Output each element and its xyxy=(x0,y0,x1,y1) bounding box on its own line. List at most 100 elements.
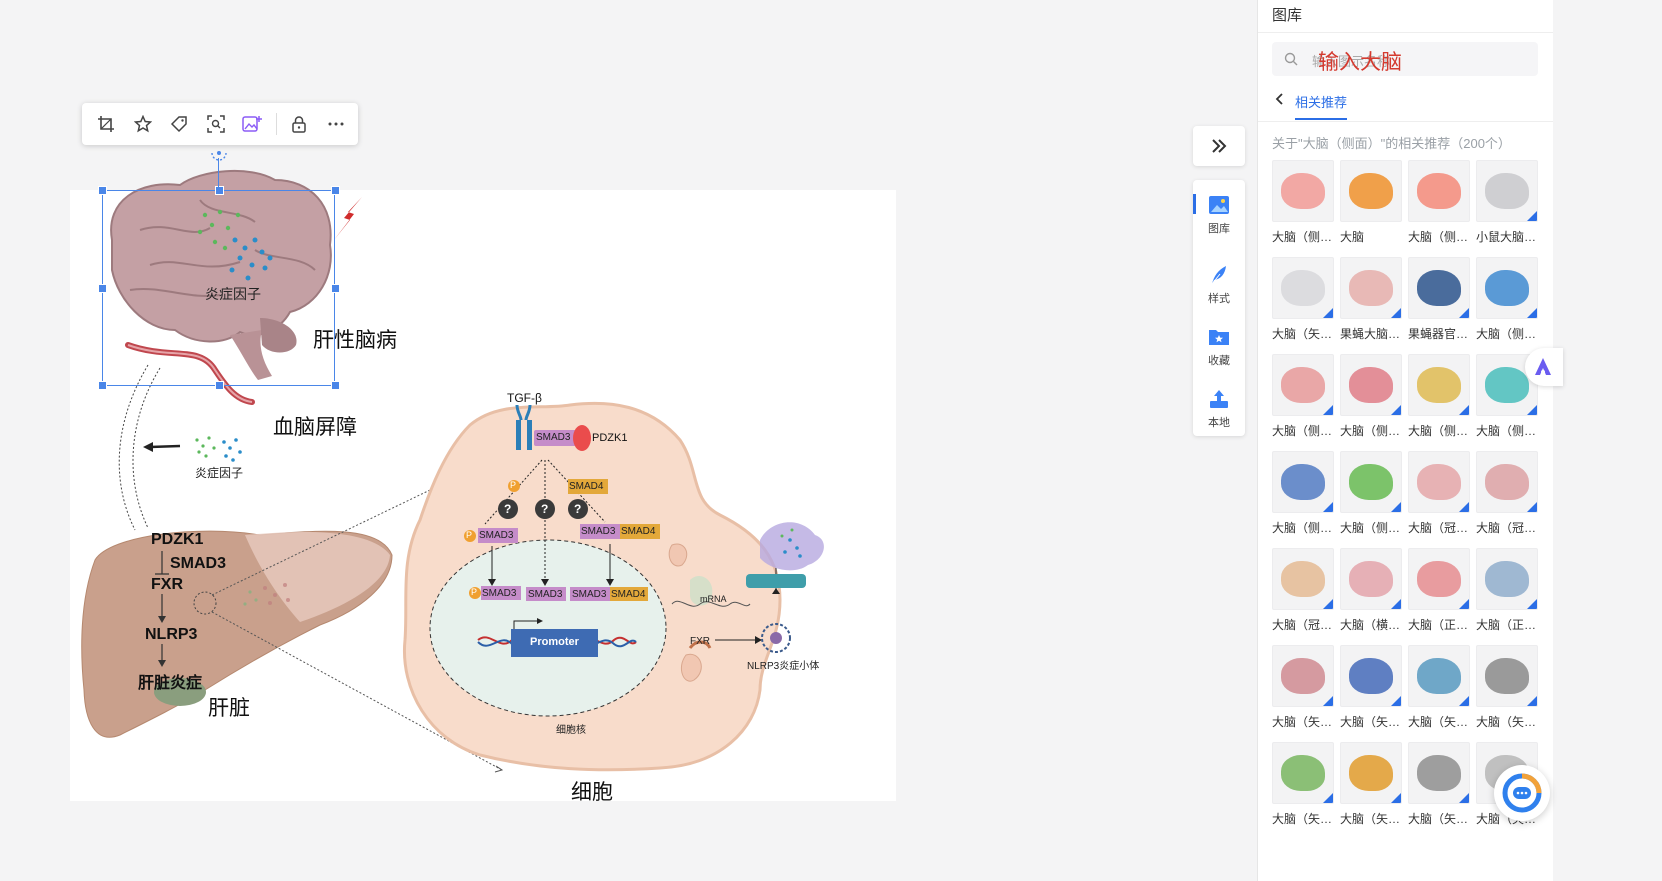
gallery-item[interactable]: 大脑 xyxy=(1340,160,1402,245)
gallery-thumbnail[interactable] xyxy=(1408,548,1470,610)
liver-nlrp3: NLRP3 xyxy=(145,626,198,643)
more-icon[interactable] xyxy=(322,109,350,139)
collapse-panel-button[interactable] xyxy=(1193,126,1245,166)
liver-image[interactable] xyxy=(81,530,393,738)
gallery-item[interactable]: 大脑（侧… xyxy=(1272,354,1334,439)
gallery-item-label: 大脑（冠… xyxy=(1476,521,1537,535)
gallery-thumbnail[interactable] xyxy=(1408,645,1470,707)
liver-label[interactable]: 肝脏 xyxy=(208,697,250,720)
gallery-item[interactable]: 大脑（侧… xyxy=(1340,354,1402,439)
chat-support-button[interactable] xyxy=(1494,765,1550,821)
gallery-thumbnail[interactable] xyxy=(1408,257,1470,319)
gallery-thumbnail[interactable] xyxy=(1340,645,1402,707)
gallery-thumbnail[interactable] xyxy=(1340,257,1402,319)
gallery-thumbnail[interactable] xyxy=(1272,354,1334,416)
gallery-item[interactable]: 大脑（正… xyxy=(1476,548,1538,633)
crop-icon[interactable] xyxy=(92,109,120,139)
resize-handle[interactable] xyxy=(331,284,340,293)
thumbnail-image xyxy=(1485,658,1529,694)
brain-image[interactable] xyxy=(110,170,332,380)
image-edit-icon[interactable] xyxy=(238,109,266,139)
gallery-thumbnail[interactable] xyxy=(1340,548,1402,610)
gallery-item[interactable]: 大脑（冠… xyxy=(1272,548,1334,633)
tab-gallery-label: 图库 xyxy=(1208,223,1230,235)
gallery-item[interactable]: 果蝇大脑… xyxy=(1340,257,1402,342)
gallery-item[interactable]: 大脑（矢… xyxy=(1340,742,1402,827)
resize-handle[interactable] xyxy=(331,186,340,195)
hepatic-encephalopathy-label[interactable]: 肝性脑病 xyxy=(313,329,397,352)
resize-handle[interactable] xyxy=(331,381,340,390)
resize-handle[interactable] xyxy=(98,381,107,390)
tab-gallery[interactable]: 图库 xyxy=(1193,184,1245,244)
gallery-thumbnail[interactable] xyxy=(1476,645,1538,707)
gallery-thumbnail[interactable] xyxy=(1408,160,1470,222)
tab-underline xyxy=(1295,118,1347,120)
search-value[interactable]: 输入大脑 xyxy=(1318,51,1402,74)
gallery-item[interactable]: 大脑（矢… xyxy=(1340,645,1402,730)
gallery-item[interactable]: 大脑（矢… xyxy=(1272,257,1334,342)
gallery-thumbnail[interactable] xyxy=(1476,548,1538,610)
resize-handle[interactable] xyxy=(215,186,224,195)
gallery-item[interactable]: 大脑（正… xyxy=(1408,548,1470,633)
gallery-thumbnail[interactable] xyxy=(1476,451,1538,513)
back-chevron-icon[interactable] xyxy=(1274,92,1286,106)
tag-icon[interactable] xyxy=(165,109,193,139)
thumbnail-image xyxy=(1349,173,1393,209)
tab-favorites[interactable]: 收藏 xyxy=(1193,316,1245,376)
gallery-item[interactable]: 大脑（冠… xyxy=(1408,451,1470,536)
tab-style[interactable]: 样式 xyxy=(1193,254,1245,314)
gallery-thumbnail[interactable] xyxy=(1340,742,1402,804)
gallery-thumbnail[interactable] xyxy=(1272,160,1334,222)
resize-handle[interactable] xyxy=(215,381,224,390)
cell-image[interactable] xyxy=(402,401,782,772)
gallery-item[interactable]: 果蝇器官… xyxy=(1408,257,1470,342)
gallery-thumbnail[interactable] xyxy=(1340,354,1402,416)
star-icon[interactable] xyxy=(128,109,156,139)
gallery-item[interactable]: 大脑（矢… xyxy=(1408,645,1470,730)
gallery-thumbnail[interactable] xyxy=(1272,742,1334,804)
gallery-item[interactable]: 大脑（侧… xyxy=(1272,160,1334,245)
gallery-item[interactable]: 大脑（矢… xyxy=(1272,742,1334,827)
gallery-item-label: 大脑（侧… xyxy=(1408,424,1469,438)
gallery-item[interactable]: 大脑（侧… xyxy=(1340,451,1402,536)
gallery-thumbnail[interactable] xyxy=(1272,451,1334,513)
gallery-thumbnail[interactable] xyxy=(1272,645,1334,707)
active-tab-indicator xyxy=(1193,194,1196,214)
lock-icon[interactable] xyxy=(285,109,313,139)
gallery-item[interactable]: 大脑（矢… xyxy=(1476,645,1538,730)
gallery-thumbnail[interactable] xyxy=(1476,257,1538,319)
panel-scrollbar[interactable] xyxy=(1553,0,1562,881)
gallery-thumbnail[interactable] xyxy=(1340,160,1402,222)
gallery-thumbnail[interactable] xyxy=(1272,257,1334,319)
figure-illustration[interactable] xyxy=(0,0,900,881)
gallery-thumbnail[interactable] xyxy=(1476,160,1538,222)
thumbnail-image xyxy=(1417,561,1461,597)
resize-handle[interactable] xyxy=(98,186,107,195)
gallery-item[interactable]: 大脑（侧… xyxy=(1408,354,1470,439)
blood-brain-barrier-label[interactable]: 血脑屏障 xyxy=(273,416,357,439)
gallery-thumbnail[interactable] xyxy=(1408,742,1470,804)
rotate-icon[interactable] xyxy=(208,144,230,162)
gallery-thumbnail[interactable] xyxy=(1340,451,1402,513)
tab-local[interactable]: 本地 xyxy=(1193,378,1245,438)
gallery-item[interactable]: 大脑（侧… xyxy=(1272,451,1334,536)
gallery-item[interactable]: 大脑（横… xyxy=(1340,548,1402,633)
gallery-item[interactable]: 大脑（侧… xyxy=(1408,160,1470,245)
gallery-item[interactable]: 大脑（侧… xyxy=(1476,257,1538,342)
gallery-item[interactable]: 大脑（冠… xyxy=(1476,451,1538,536)
gallery-thumbnail[interactable] xyxy=(1408,354,1470,416)
search-input[interactable]: 输入图示名称 输入大脑 xyxy=(1272,42,1538,76)
assistant-icon xyxy=(1535,358,1551,375)
gallery-item[interactable]: 大脑（矢… xyxy=(1272,645,1334,730)
thumbnail-image xyxy=(1281,464,1325,500)
gallery-thumbnail[interactable] xyxy=(1408,451,1470,513)
gallery-item[interactable]: 小鼠大脑… xyxy=(1476,160,1538,245)
scan-icon[interactable] xyxy=(201,109,229,139)
assistant-button[interactable] xyxy=(1525,348,1563,386)
gallery-item-label: 大脑（矢… xyxy=(1272,327,1333,341)
gallery-thumbnail[interactable] xyxy=(1272,548,1334,610)
tab-recommendations[interactable]: 相关推荐 xyxy=(1295,95,1348,110)
cell-label[interactable]: 细胞 xyxy=(571,781,613,804)
resize-handle[interactable] xyxy=(98,284,107,293)
gallery-item[interactable]: 大脑（矢… xyxy=(1408,742,1470,827)
